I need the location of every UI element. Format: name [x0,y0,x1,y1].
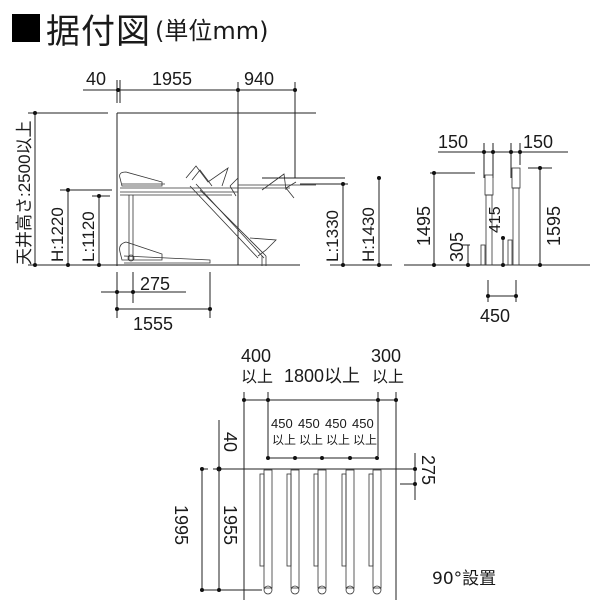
dim-pitch-4: 450 [352,416,374,431]
dim-pitch-2: 450 [298,416,320,431]
dim-plan-1995: 1995 [171,505,191,545]
dim-pitch-3-suffix: 以上 [326,433,350,447]
dim-1495: 1495 [414,206,434,246]
dim-450-front: 450 [480,306,510,326]
front-rack-illustration [480,167,521,266]
dim-plan-400-suffix: 以上 [241,368,273,386]
dim-side-1555: 1555 [133,314,173,334]
dim-415: 415 [487,206,504,233]
dim-plan-1955: 1955 [220,505,240,545]
dim-plan-400: 400 [241,346,271,366]
installation-note: 90°設置 [432,569,497,589]
dim-side-1955: 1955 [152,69,192,89]
dim-side-275: 275 [140,274,170,294]
page-title: 据付図 (単位mm) [12,6,269,52]
dim-l1120: L:1120 [79,211,98,262]
dim-plan-40: 40 [220,432,240,452]
dim-l1330: L:1330 [323,210,342,262]
dim-305: 305 [447,232,467,262]
dim-h1220: H:1220 [48,207,67,262]
plan-view: 400 以上 1800以上 300 以上 450 以上 450 以上 450 以… [171,346,438,600]
dim-side-40: 40 [86,69,106,89]
dim-plan-275: 275 [418,455,438,485]
dim-side-940: 940 [244,69,274,89]
dim-h1430: H:1430 [359,207,378,262]
dim-plan-300-suffix: 以上 [372,368,404,386]
dim-front-150-right: 150 [523,132,553,152]
dim-plan-300: 300 [371,346,401,366]
dim-pitch-1-suffix: 以上 [272,433,296,447]
dim-pitch-1: 450 [271,416,293,431]
dim-pitch-2-suffix: 以上 [299,433,323,447]
side-rack-illustration [119,165,316,266]
dim-pitch-3: 450 [325,416,347,431]
title-main: 据付図 [46,11,151,52]
title-unit: (単位mm) [155,16,269,45]
front-view: 150 150 1495 305 415 [404,132,590,326]
dim-ceiling-height: 天井高さ:2500以上 [15,120,34,265]
dim-plan-1800: 1800以上 [284,366,360,386]
dim-front-150-left: 150 [438,132,468,152]
dim-pitch-4-suffix: 以上 [353,433,377,447]
dim-1595: 1595 [544,206,564,246]
title-square-icon [12,14,40,42]
side-view: 40 1955 940 天井高さ:2500以上 H:1220 L:1120 [15,69,392,334]
plan-rack-illustration [259,469,382,595]
